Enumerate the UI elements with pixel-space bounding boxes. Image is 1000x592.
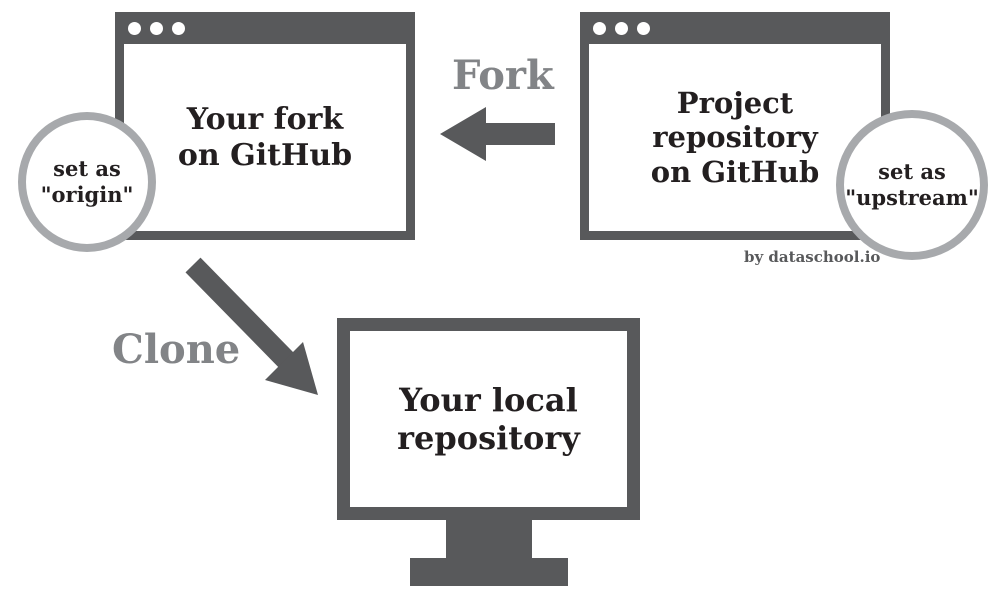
- clone-action-label: Clone: [112, 326, 241, 373]
- window-dot-icon: [593, 21, 606, 35]
- window-dot-icon: [172, 21, 185, 35]
- fork-window-content: Your fork on GitHub: [124, 44, 406, 231]
- fork-window: Your fork on GitHub: [115, 12, 415, 240]
- upstream-badge-text: set as "upstream": [845, 158, 979, 210]
- credit-text: by dataschool.io: [744, 248, 881, 266]
- window-dot-icon: [150, 21, 163, 35]
- window-dot-icon: [637, 21, 650, 35]
- fork-action-label: Fork: [452, 52, 554, 99]
- upstream-badge: set as "upstream": [836, 110, 988, 260]
- monitor-stand-base: [410, 558, 568, 586]
- origin-badge-text: set as "origin": [40, 155, 134, 207]
- window-dot-icon: [615, 21, 628, 35]
- monitor-stand-neck: [446, 520, 532, 558]
- project-window-titlebar: [580, 12, 890, 44]
- project-window: Project repository on GitHub: [580, 12, 890, 240]
- clone-arrow-icon: [185, 257, 318, 395]
- fork-window-title: Your fork on GitHub: [177, 102, 353, 173]
- window-dot-icon: [128, 21, 141, 35]
- local-repo-monitor: Your local repository: [337, 318, 640, 520]
- fork-window-titlebar: [115, 12, 415, 44]
- local-repo-title: Your local repository: [397, 380, 580, 457]
- fork-arrow-icon: [440, 107, 555, 161]
- origin-badge: set as "origin": [18, 112, 156, 252]
- project-window-title: Project repository on GitHub: [650, 86, 820, 189]
- project-window-content: Project repository on GitHub: [589, 44, 881, 231]
